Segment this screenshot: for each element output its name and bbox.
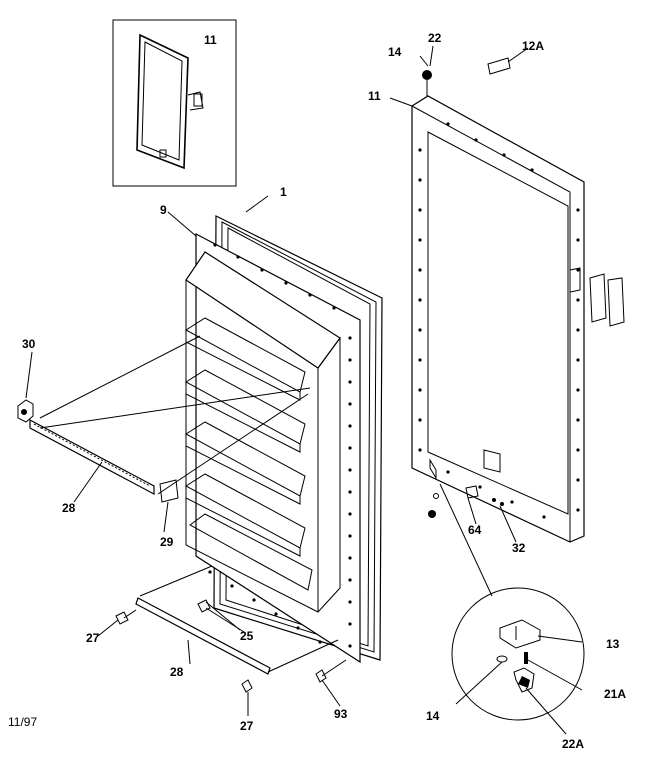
door-liner: [185, 233, 361, 664]
callout-clip-29: 29: [160, 535, 174, 549]
callout-washer-14-detail: 14: [426, 709, 440, 723]
door-gasket-frame: [411, 57, 625, 597]
callout-rail-28-left: 28: [62, 501, 76, 515]
callout-rail-28-bottom: 28: [170, 665, 184, 679]
callout-screw-21A: 21A: [604, 687, 626, 701]
callout-screw-27-left: 27: [86, 631, 100, 645]
hinge-detail-view: [451, 587, 585, 735]
callout-gasket-11: 11: [368, 89, 381, 103]
leader-lines: [25, 45, 529, 716]
callout-cap-22A: 22A: [562, 737, 584, 751]
callout-liner-9: 9: [160, 203, 167, 217]
callout-washer-14-top: 14: [388, 45, 402, 59]
callout-screw-25: 25: [240, 629, 254, 643]
callout-rack-30: 30: [22, 337, 36, 351]
callout-door-1: 1: [280, 185, 287, 199]
callout-labels: 11 1 9 30 28 29 27 28 25 27 93 22 14 12A…: [22, 31, 626, 751]
callout-screw-93: 93: [334, 707, 348, 721]
callout-part-32: 32: [512, 541, 526, 555]
callout-screw-27-bottom: 27: [240, 719, 254, 733]
shelf-rack-parts: [17, 335, 311, 503]
callout-badge-12A: 12A: [522, 39, 544, 53]
footer-date: 11/97: [8, 715, 37, 729]
inset-gasket-view: [112, 19, 237, 187]
liner-holes: [208, 243, 352, 648]
callout-part-64: 64: [468, 523, 482, 537]
callout-cap-22-top: 22: [428, 31, 442, 45]
gasket-holes: [418, 122, 580, 519]
callout-hinge-13: 13: [606, 637, 620, 651]
callout-inset-11: 11: [204, 33, 217, 47]
